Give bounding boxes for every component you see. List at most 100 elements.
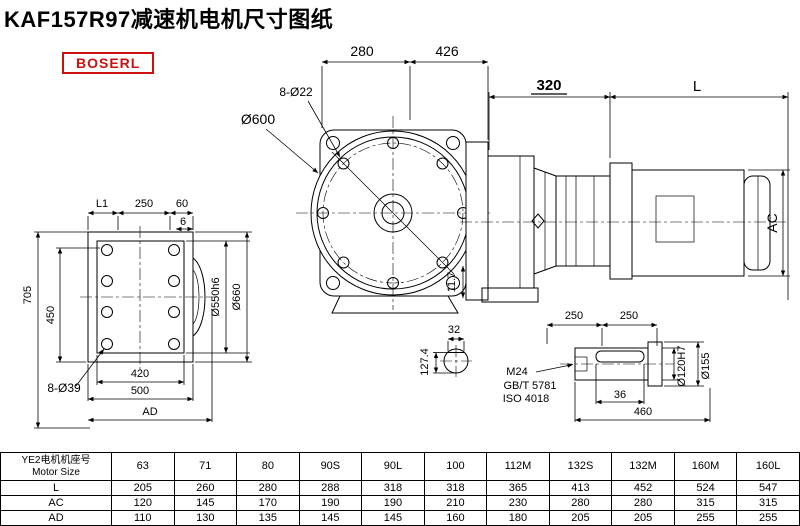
flange-bolt-hole (337, 256, 350, 269)
motor-size-table: YE2电机机座号 Motor Size 63 71 80 90S 90L 100… (0, 452, 800, 526)
mounting-hole (101, 306, 113, 318)
table-cell: 318 (361, 480, 425, 496)
shaft-boss (192, 257, 206, 337)
dim-250a-label: 250 (565, 310, 583, 322)
table-row-L: L 205 260 280 288 318 318 365 413 452 52… (0, 480, 800, 496)
table-cell: 315 (736, 495, 800, 511)
bell-housing (555, 175, 611, 267)
logo-text: BOSERL (76, 55, 141, 71)
bolt-holes-label: 8-Ø22 (279, 85, 313, 99)
size-column-header: 132S (548, 452, 613, 481)
motor-nameplate (655, 195, 695, 243)
dim-AC-label: AC (764, 213, 780, 232)
dia-660-label: Ø660 (231, 284, 243, 311)
size-column-header: 100 (423, 452, 488, 481)
table-cell: 280 (611, 495, 675, 511)
dim-L1-label: L1 (96, 198, 108, 210)
corner-bolt-hole (326, 136, 340, 150)
shaft-detail-view: 250 250 M24 GB/T 5781 ISO 4018 36 460 Ø1… (503, 310, 712, 423)
table-cell: 280 (548, 495, 613, 511)
mounting-hole (168, 244, 180, 256)
corner-bolt-hole (446, 136, 460, 150)
size-column-header: 90S (298, 452, 363, 481)
keyway (595, 350, 645, 363)
dim-450-label: 450 (45, 306, 57, 324)
table-cell: 160 (423, 510, 488, 526)
dim-426-label: 426 (435, 43, 459, 59)
left-mounting-view (80, 226, 216, 370)
boserl-logo: BOSERL (62, 52, 155, 74)
mounting-hole (168, 275, 180, 287)
mounting-hole (101, 275, 113, 287)
top-dimensions: 280 426 8-Ø22 Ø600 (241, 43, 489, 174)
table-cell: 130 (173, 510, 238, 526)
table-cell: 135 (236, 510, 300, 526)
left-dimensions: L1 250 60 6 705 450 8-Ø39 420 500 AD Ø55… (22, 198, 252, 429)
table-cell: 365 (486, 480, 550, 496)
mounting-hole (168, 306, 180, 318)
dim-280-label: 280 (350, 43, 374, 59)
table-cell: 315 (673, 495, 738, 511)
corner-bolt-hole (326, 276, 340, 290)
holes-8x39-label: 8-Ø39 (47, 381, 81, 395)
table-cell: 210 (423, 495, 488, 511)
motor-body (631, 169, 745, 277)
table-cell: 145 (361, 510, 425, 526)
table-row-AD: AD 110 130 135 145 145 160 180 205 205 2… (0, 510, 800, 526)
table-header-en: Motor Size (32, 466, 80, 478)
corner-bolt-hole (446, 276, 460, 290)
table-cell: 205 (611, 510, 675, 526)
size-column-header: 63 (111, 452, 175, 481)
dia-155-label: Ø155 (700, 353, 712, 380)
gearbox-foot (481, 287, 539, 303)
table-header-row: YE2电机机座号 Motor Size 63 71 80 90S 90L 100… (0, 452, 800, 481)
table-cell: 120 (111, 495, 175, 511)
table-cell: 110 (111, 510, 175, 526)
side-dimensions: 320 L AC 11.7 (446, 77, 790, 300)
table-cell: 452 (611, 480, 675, 496)
table-cell: 180 (486, 510, 550, 526)
dim-500-label: 500 (131, 385, 149, 397)
flange-bolt-hole (436, 256, 449, 269)
table-cell: 413 (548, 480, 613, 496)
dim-250b-label: 250 (620, 310, 638, 322)
dim-60-label: 60 (176, 198, 188, 210)
thread-M24-label: M24 (506, 366, 527, 378)
mounting-hole (168, 338, 180, 350)
dia-550-label: Ø550h6 (210, 277, 222, 316)
table-cell: 318 (423, 480, 488, 496)
size-column-header: 112M (486, 452, 550, 481)
housing-foot (331, 295, 459, 314)
table-cell: 145 (173, 495, 238, 511)
shaft-section-view: 32 127.4 (419, 324, 472, 377)
table-cell: 255 (673, 510, 738, 526)
dia-120-label: Ø120H7 (676, 346, 688, 387)
dim-320-label: 320 (536, 77, 561, 94)
dim-32-label: 32 (448, 324, 460, 336)
table-cell: 524 (673, 480, 738, 496)
dim-705-label: 705 (22, 286, 34, 304)
size-column-header: 160M (673, 452, 738, 481)
size-column-header: 80 (236, 452, 300, 481)
table-header-cell: YE2电机机座号 Motor Size (0, 452, 112, 481)
dim-250-label: 250 (135, 198, 153, 210)
flange-dia-label: Ø600 (241, 111, 275, 127)
row-label: AC (0, 495, 112, 511)
table-cell: 255 (736, 510, 800, 526)
table-cell: 170 (236, 495, 300, 511)
table-cell: 145 (298, 510, 363, 526)
flange-bolt-hole (436, 157, 449, 170)
std-iso-label: ISO 4018 (503, 393, 549, 405)
table-cell: 205 (111, 480, 175, 496)
dim-420-label: 420 (131, 368, 149, 380)
size-column-header: 71 (173, 452, 238, 481)
size-column-header: 132M (611, 452, 675, 481)
table-cell: 288 (298, 480, 363, 496)
table-cell: 205 (548, 510, 613, 526)
dim-AD-label: AD (142, 406, 157, 418)
row-label: AD (0, 510, 112, 526)
table-cell: 547 (736, 480, 800, 496)
flange-bolt-hole (337, 157, 350, 170)
diagonal-line (331, 151, 455, 275)
technical-drawing: 280 426 8-Ø22 Ø600 320 L (22, 43, 790, 429)
